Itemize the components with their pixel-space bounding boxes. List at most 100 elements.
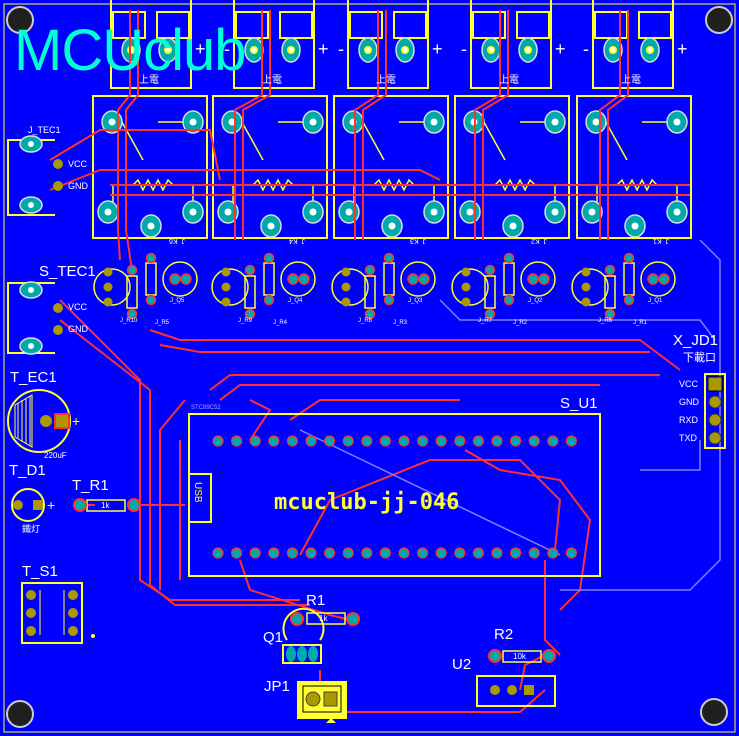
mcu-pin	[509, 547, 522, 559]
driver-ref: J_Q1	[648, 298, 663, 304]
driver-ref: J_R7	[478, 318, 493, 324]
s-tec1-gnd: GND	[68, 324, 88, 334]
top-connector	[592, 0, 674, 89]
mounting-holes	[6, 6, 733, 728]
x-jd1-pin-gnd: GND	[679, 397, 699, 407]
r2-value: 10k	[513, 652, 526, 661]
driver-ref: J_Q5	[170, 298, 185, 304]
driver-block	[211, 252, 316, 320]
r2-ref: R2	[494, 626, 514, 643]
logo-text: MCUclub	[14, 18, 246, 83]
relay	[333, 95, 449, 239]
r1-value: 1k	[319, 614, 328, 623]
mcu-pin	[565, 547, 578, 559]
mcu-pin	[565, 435, 578, 447]
top-connector	[470, 0, 552, 89]
mcu-pin	[491, 547, 503, 559]
connector-label: 上電	[499, 75, 519, 86]
mcu-pin	[286, 547, 298, 559]
connector-plus: +	[555, 39, 566, 59]
connector-plus: +	[195, 39, 206, 59]
connector-plus: +	[432, 39, 443, 59]
mcu-pin	[268, 435, 280, 447]
driver-circuits	[93, 252, 676, 320]
u2-ref: U2	[452, 656, 472, 673]
t-ec1-value: 220uF	[44, 451, 67, 460]
mcu-pin	[212, 435, 224, 447]
x-jd1-header	[704, 373, 726, 449]
board-title: mcuclub-jj-046	[274, 490, 460, 515]
resistor-r2	[488, 649, 556, 663]
top-connector	[347, 0, 429, 89]
mcu-pin	[361, 547, 373, 559]
relay-ref: J_K4	[289, 237, 305, 244]
x-jd1-title: 下載口	[683, 352, 716, 364]
driver-ref: J_R1	[633, 320, 648, 326]
mcu-pin	[231, 435, 243, 447]
mcu-pin	[249, 435, 261, 447]
led-td1	[11, 488, 45, 522]
mcu-pin	[528, 435, 540, 447]
mcu-pin	[361, 435, 373, 447]
relay-ref: J_K1	[653, 237, 669, 244]
connector-plus: +	[677, 39, 688, 59]
connector-minus: -	[338, 39, 344, 59]
mcu-outline	[188, 413, 601, 577]
mcu-pin	[547, 435, 559, 447]
connector-minus: -	[583, 39, 589, 59]
switch-ts1	[21, 582, 83, 644]
mcu-pin	[305, 547, 317, 559]
driver-ref: J_Q4	[288, 298, 303, 304]
relay	[212, 95, 328, 239]
connector-minus: -	[461, 39, 467, 59]
mcu-pin	[305, 435, 317, 447]
x-jd1-pin-txd: TXD	[679, 433, 697, 443]
t-ec1-ref: T_EC1	[10, 369, 57, 386]
tec-pads	[19, 135, 63, 355]
mcu-pin	[268, 547, 280, 559]
resistor-tr1	[73, 498, 141, 512]
connector-label: 上電	[139, 75, 159, 86]
s-u1-ref: S_U1	[560, 395, 598, 412]
mcu-pin	[417, 435, 429, 447]
driver-ref: J_Q3	[408, 298, 423, 304]
driver-ref: J_R10	[120, 318, 138, 324]
j-tec1-ref: J_TEC1	[28, 125, 61, 135]
relay	[454, 95, 570, 239]
mcu-pin	[472, 435, 484, 447]
connector-minus: -	[224, 39, 230, 59]
resistor-r1	[290, 612, 360, 626]
driver-ref: J_R4	[273, 320, 288, 326]
driver-ref: J_R3	[393, 320, 408, 326]
relay	[92, 95, 208, 239]
driver-block	[571, 252, 676, 320]
mcu-pin	[454, 435, 466, 447]
s-u1-chip: STC89C52	[191, 405, 221, 411]
transistor-q1	[282, 607, 325, 664]
t-ec1-plus: +	[72, 413, 81, 429]
mcu-pin	[324, 435, 336, 447]
mcu-pin	[324, 547, 336, 559]
mcu-pin	[379, 435, 391, 447]
copper-traces	[49, 10, 690, 713]
driver-block	[93, 252, 198, 320]
jp1-ref: JP1	[264, 678, 290, 695]
capacitor-tec1	[7, 389, 71, 453]
mcu-pin	[286, 435, 298, 447]
jumper-jp1	[297, 681, 347, 723]
mcu-pin	[472, 547, 484, 559]
connector-label: 上電	[262, 75, 282, 86]
s-tec1-ref: S_TEC1	[39, 263, 96, 280]
mcu-pin	[212, 547, 224, 559]
x-jd1-pin-vcc: VCC	[679, 379, 699, 389]
mcu-pin	[454, 547, 466, 559]
relay-ref: J_K6	[169, 237, 185, 244]
j-tec1-vcc: VCC	[68, 159, 88, 169]
driver-ref: J_R9	[238, 318, 253, 324]
j-tec1-gnd: GND	[68, 181, 88, 191]
mcu-pin	[435, 435, 447, 447]
t-r1-value: 1k	[101, 501, 110, 510]
x-jd1-pin-rxd: RXD	[679, 415, 699, 425]
q1-ref: Q1	[263, 629, 284, 646]
t-d1-value: 鐵灯	[22, 524, 41, 534]
